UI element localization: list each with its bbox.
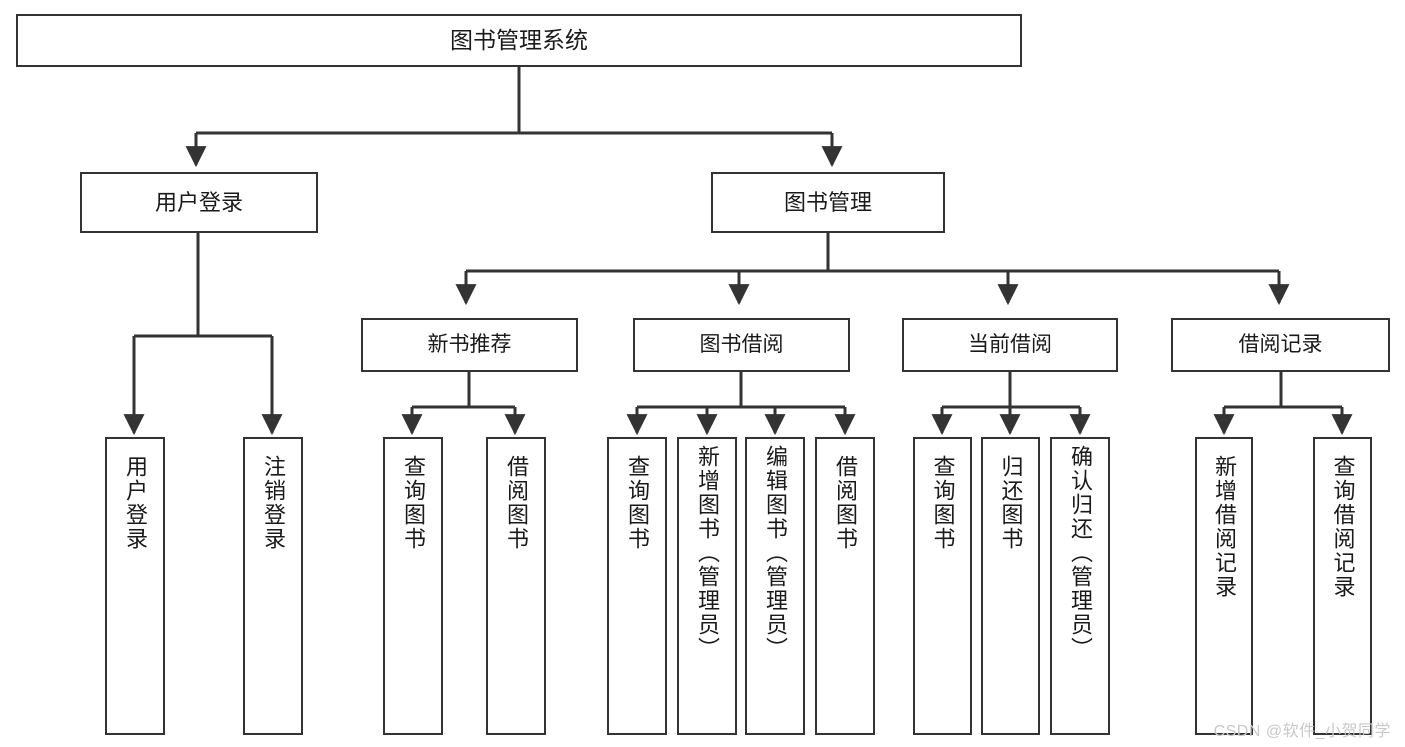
- node-label: 查询图书: [625, 455, 650, 551]
- node-label: 用户登录: [123, 455, 148, 551]
- leaf-book-borrow-query[interactable]: 查询图书: [607, 437, 667, 735]
- node-current-borrow[interactable]: 当前借阅: [902, 318, 1118, 372]
- leaf-current-borrow-query[interactable]: 查询图书: [913, 437, 972, 735]
- leaf-borrow-record-query[interactable]: 查询借阅记录: [1313, 437, 1372, 735]
- node-label: 新书推荐: [427, 332, 512, 356]
- node-label: 注销登录: [261, 455, 286, 551]
- node-label: 借阅记录: [1238, 332, 1323, 356]
- node-label: 新增借阅记录: [1212, 455, 1237, 599]
- node-label: 查询借阅记录: [1330, 455, 1356, 599]
- node-new-book-recommend[interactable]: 新书推荐: [361, 318, 578, 372]
- node-label: 确认归还（管理员）: [1068, 445, 1093, 661]
- leaf-new-book-borrow[interactable]: 借阅图书: [486, 437, 546, 735]
- node-label: 借阅图书: [504, 455, 529, 551]
- node-label: 查询图书: [401, 455, 426, 551]
- node-root-system[interactable]: 图书管理系统: [16, 14, 1022, 67]
- node-book-management[interactable]: 图书管理: [711, 172, 945, 233]
- leaf-book-borrow-edit[interactable]: 编辑图书（管理员）: [745, 437, 805, 735]
- leaf-book-borrow-add[interactable]: 新增图书（管理员）: [677, 437, 737, 735]
- leaf-current-borrow-return[interactable]: 归还图书: [981, 437, 1040, 735]
- leaf-user-login-login[interactable]: 用户登录: [105, 437, 165, 735]
- node-label: 图书管理系统: [450, 27, 588, 54]
- node-label: 图书管理: [783, 189, 872, 215]
- leaf-new-book-query[interactable]: 查询图书: [383, 437, 443, 735]
- node-label: 当前借阅: [968, 332, 1052, 356]
- node-user-login[interactable]: 用户登录: [80, 172, 318, 233]
- node-label: 编辑图书（管理员）: [763, 445, 788, 661]
- node-book-borrow[interactable]: 图书借阅: [633, 318, 850, 372]
- leaf-borrow-record-add[interactable]: 新增借阅记录: [1195, 437, 1253, 735]
- watermark: CSDN @软件_小贺同学: [1213, 723, 1391, 740]
- node-label: 图书借阅: [699, 332, 784, 356]
- node-label: 查询图书: [930, 455, 956, 551]
- node-label: 用户登录: [154, 189, 243, 215]
- leaf-user-login-logout[interactable]: 注销登录: [243, 437, 303, 735]
- node-label: 归还图书: [998, 455, 1024, 551]
- node-label: 新增图书（管理员）: [695, 445, 720, 661]
- leaf-book-borrow-borrow[interactable]: 借阅图书: [815, 437, 875, 735]
- node-label: 借阅图书: [833, 455, 858, 551]
- node-borrow-record[interactable]: 借阅记录: [1171, 318, 1390, 372]
- leaf-current-borrow-confirm-return[interactable]: 确认归还（管理员）: [1050, 437, 1110, 735]
